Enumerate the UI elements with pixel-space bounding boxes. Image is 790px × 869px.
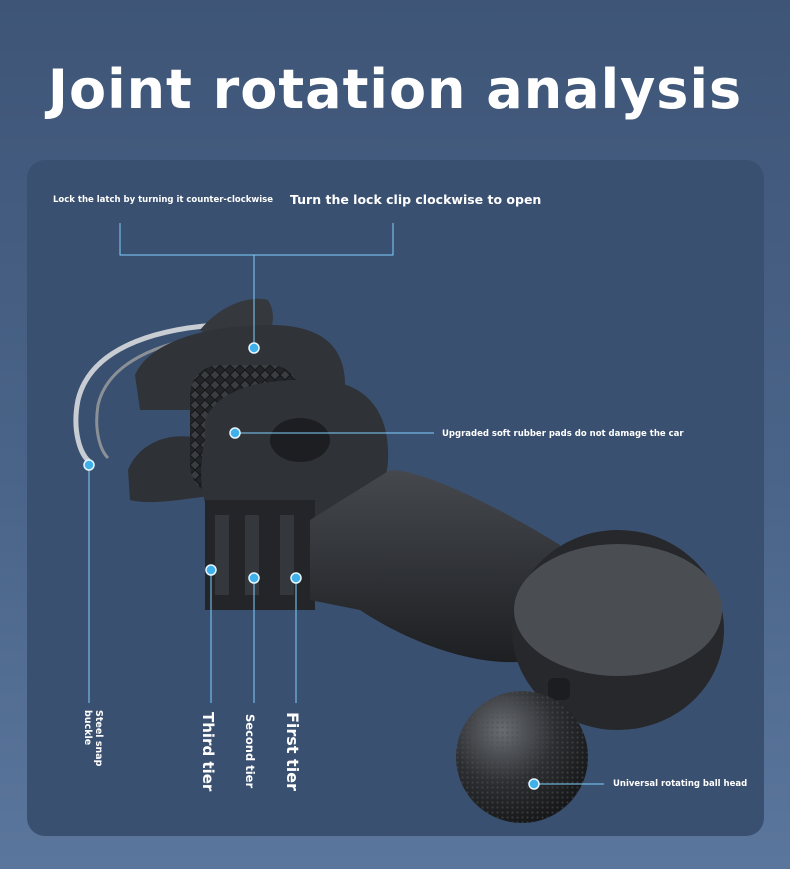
steel-snap-label: Steel snap buckle <box>82 710 104 767</box>
disc-top <box>514 544 722 676</box>
callout-dot-buckle <box>83 459 95 471</box>
third-tier-label: Third tier <box>199 712 217 792</box>
callout-dot-clip <box>248 342 260 354</box>
open-clip-label: Turn the lock clip clockwise to open <box>290 192 542 207</box>
callout-dot-rubber <box>229 427 241 439</box>
lock-latch-label: Lock the latch by turning it counter-clo… <box>53 195 273 205</box>
page-title: Joint rotation analysis <box>47 58 743 121</box>
callout-dot-second-tier <box>248 572 260 584</box>
callout-dot-ball <box>528 778 540 790</box>
rubber-pads-label: Upgraded soft rubber pads do not damage … <box>442 429 684 439</box>
clamp-hole <box>270 418 330 462</box>
first-tier-label: First tier <box>283 712 302 791</box>
second-tier-label: Second tier <box>243 714 257 789</box>
callout-dot-third-tier <box>205 564 217 576</box>
callout-lines <box>88 223 604 785</box>
arm <box>310 470 565 663</box>
ball-head-label: Universal rotating ball head <box>613 779 748 789</box>
callout-dot-first-tier <box>290 572 302 584</box>
